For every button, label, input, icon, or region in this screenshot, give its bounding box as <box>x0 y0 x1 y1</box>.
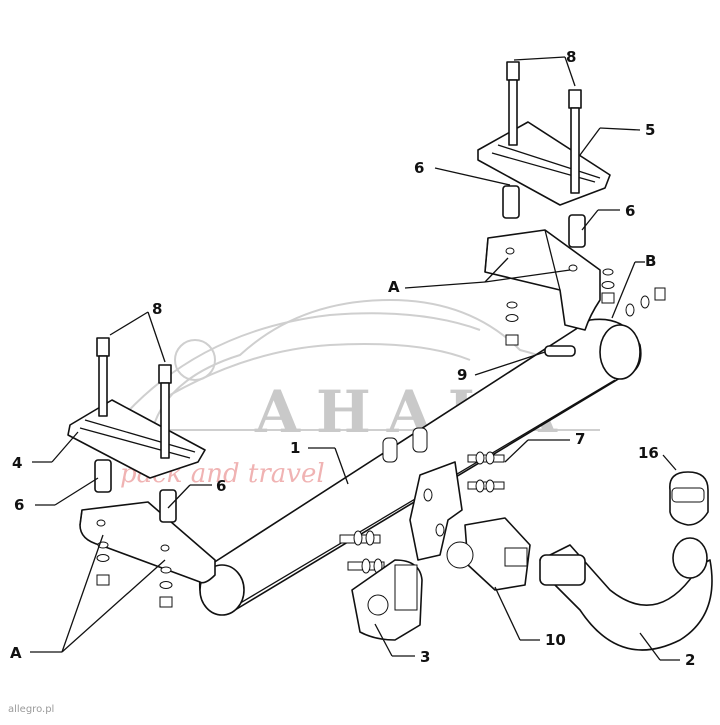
electrical-socket-part-10 <box>446 517 531 591</box>
towball-arm-part-2 <box>539 537 713 651</box>
callout-6-top-right: 6 <box>625 202 635 220</box>
spacer-tubes <box>94 185 586 523</box>
callout-9: 9 <box>457 366 467 384</box>
ball-mount-bracket-part-7 <box>339 451 505 574</box>
callout-6-left-right: 6 <box>216 477 226 495</box>
plate-part-5 <box>477 121 611 206</box>
left-mounting-bracket <box>79 501 216 584</box>
callout-1: 1 <box>290 439 300 457</box>
callout-B: B <box>645 252 656 270</box>
nuts-and-washers <box>96 268 666 608</box>
callout-labels: 8 5 6 6 B A 9 8 4 6 6 1 7 16 A 3 10 2 <box>10 48 695 669</box>
callout-4: 4 <box>12 454 22 472</box>
right-mounting-bracket <box>484 229 601 331</box>
callout-A-bottom: A <box>10 644 22 662</box>
callout-8-left: 8 <box>152 300 162 318</box>
callout-7: 7 <box>575 430 585 448</box>
callout-6-top-left: 6 <box>414 159 424 177</box>
callout-10: 10 <box>545 631 566 649</box>
ball-cover-part-16 <box>669 471 709 526</box>
callout-5: 5 <box>645 121 655 139</box>
bolt-set-top <box>506 61 582 194</box>
callout-2: 2 <box>685 651 695 669</box>
source-watermark: allegro.pl <box>8 704 54 715</box>
socket-plate-part-3 <box>351 559 423 641</box>
leader-lines <box>30 56 680 661</box>
callout-6-left: 6 <box>14 496 24 514</box>
callout-3: 3 <box>420 648 430 666</box>
bolt-set-left <box>96 337 172 459</box>
plate-part-4 <box>67 399 206 479</box>
callout-16: 16 <box>638 444 659 462</box>
callout-A-top: A <box>388 278 400 296</box>
callout-8-top: 8 <box>566 48 576 66</box>
